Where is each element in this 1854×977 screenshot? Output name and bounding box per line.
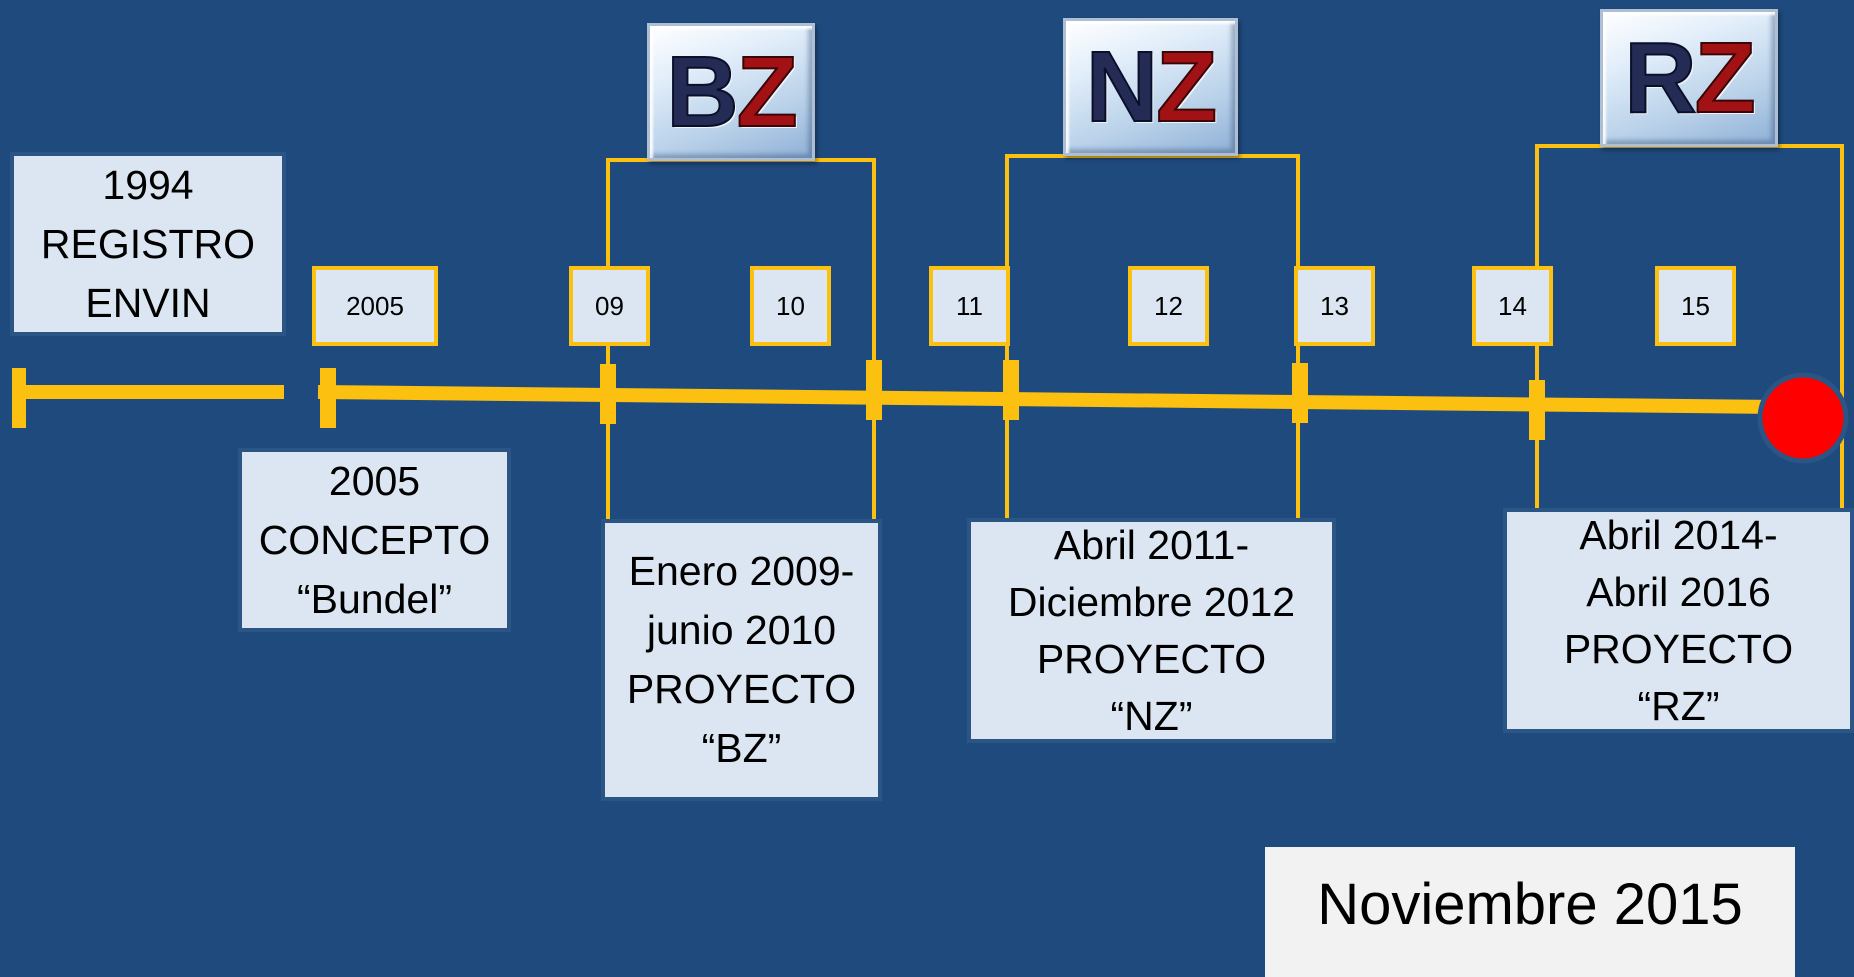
current-position-dot — [1757, 372, 1849, 464]
year-label-11: 11 — [929, 266, 1010, 346]
year-label-2005: 2005 — [312, 266, 438, 346]
badge-nz-letter-1: N — [1085, 30, 1159, 144]
milestone-nz: Abril 2011- Diciembre 2012 PROYECTO “NZ” — [967, 518, 1336, 743]
milestone-nz-dates-end: Diciembre 2012 — [1007, 578, 1296, 625]
tick-10 — [866, 360, 882, 420]
milestone-bz: Enero 2009- junio 2010 PROYECTO “BZ” — [601, 519, 882, 801]
milestone-2005-subtitle: “Bundel” — [297, 575, 452, 622]
milestone-bz-type: PROYECTO — [626, 666, 857, 712]
badge-rz-letter-1: R — [1623, 21, 1697, 135]
badge-nz-letter-2: Z — [1155, 30, 1218, 144]
timeline-graphic — [12, 144, 1849, 725]
milestone-rz: Abril 2014- Abril 2016 PROYECTO “RZ” — [1503, 508, 1854, 733]
tick-14 — [1529, 380, 1545, 440]
milestone-bz-name: “BZ” — [701, 725, 782, 771]
tick-09 — [600, 364, 616, 424]
milestone-nz-dates-start: Abril 2011- — [1053, 521, 1250, 568]
milestone-rz-dates-end: Abril 2016 — [1586, 568, 1771, 615]
milestone-2005: 2005 CONCEPTO “Bundel” — [238, 448, 511, 632]
milestone-1994-year: 1994 — [102, 161, 194, 208]
year-label-09: 09 — [569, 266, 650, 346]
milestone-nz-type: PROYECTO — [1036, 635, 1267, 682]
milestone-1994: 1994 REGISTRO ENVIN — [10, 152, 286, 336]
year-label-15: 15 — [1655, 266, 1736, 346]
milestone-2005-year: 2005 — [328, 457, 421, 504]
tick-11 — [1003, 360, 1019, 420]
milestone-bz-dates-start: Enero 2009- — [628, 548, 855, 594]
milestone-2005-title: CONCEPTO — [258, 516, 491, 563]
year-label-13: 13 — [1294, 266, 1375, 346]
year-label-14: 14 — [1472, 266, 1553, 346]
year-label-10: 10 — [750, 266, 831, 346]
milestone-rz-type: PROYECTO — [1563, 625, 1794, 672]
milestone-1994-title: REGISTRO — [40, 220, 256, 267]
timeline-axis — [317, 385, 1786, 414]
tick-13 — [1292, 363, 1308, 423]
milestone-rz-name: “RZ” — [1637, 682, 1720, 729]
milestone-nz-name: “NZ” — [1110, 692, 1193, 739]
tick-1994 — [12, 368, 26, 428]
year-label-12: 12 — [1128, 266, 1209, 346]
milestone-bz-dates-end: junio 2010 — [646, 607, 837, 653]
milestone-rz-dates-start: Abril 2014- — [1579, 511, 1778, 558]
badge-bz-letter-2: Z — [736, 35, 799, 149]
current-date-label: Noviembre 2015 — [1265, 847, 1795, 977]
tick-2005 — [320, 368, 336, 428]
badge-rz-letter-2: Z — [1694, 21, 1757, 135]
milestone-1994-subtitle: ENVIN — [85, 279, 211, 326]
badge-bz-letter-1: B — [665, 35, 739, 149]
